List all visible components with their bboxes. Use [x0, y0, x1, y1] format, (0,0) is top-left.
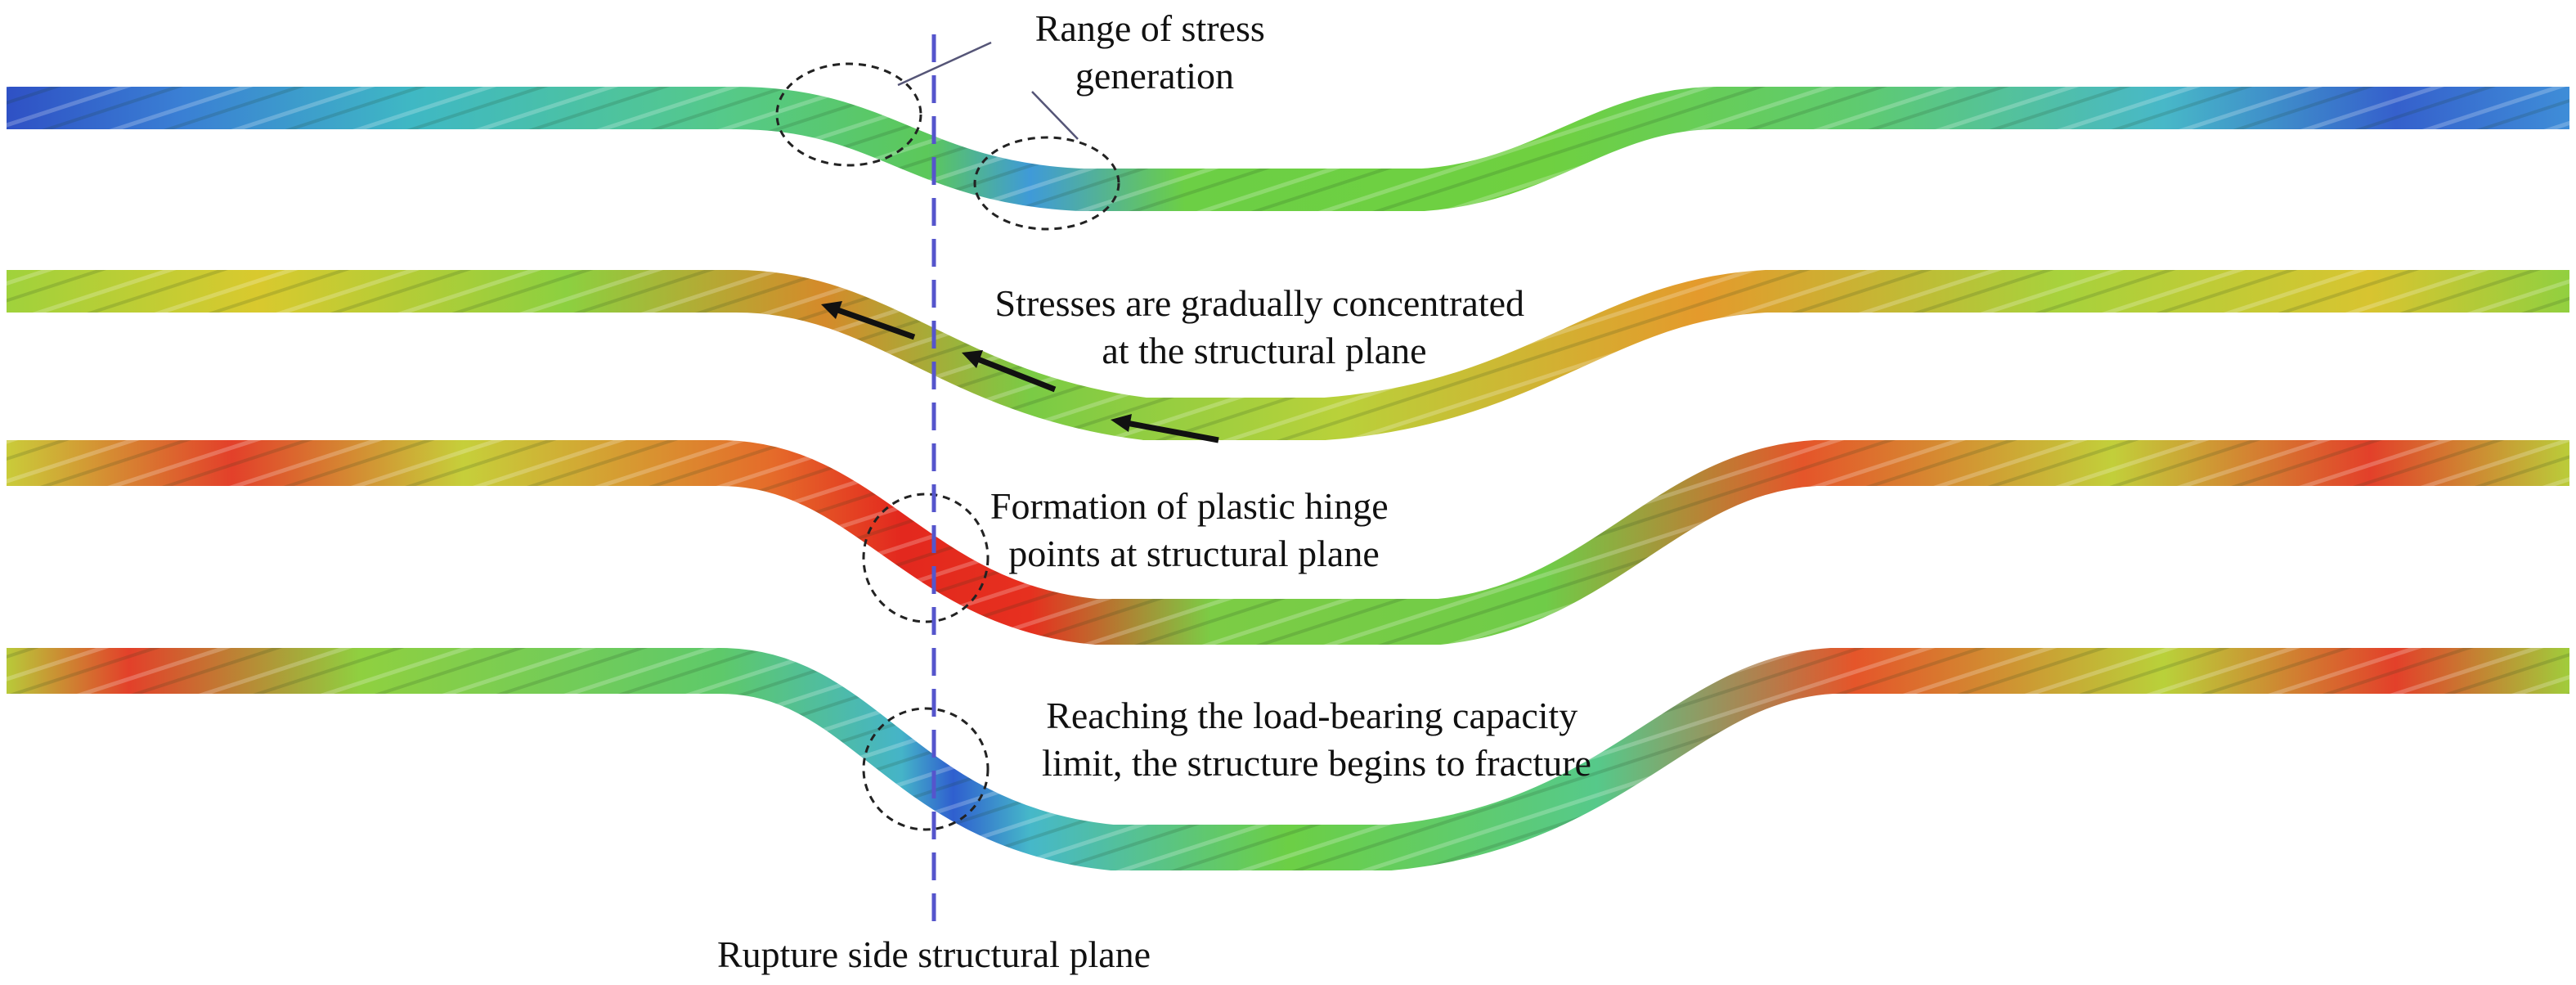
stress-range-label: Range of stress generation: [1035, 7, 1275, 97]
rod-stage-3: [7, 440, 2569, 645]
stress-range-circle-upper: [775, 62, 922, 167]
stress-direction-arrows: [821, 301, 1219, 443]
stress-range-leader-2: [1031, 91, 1079, 140]
structural-plane-label: Rupture side structural plane: [717, 933, 1151, 975]
arrow-3: [1111, 414, 1219, 443]
concentration-label: Stresses are gradually concentrated at t…: [994, 282, 1533, 371]
fracture-circle: [862, 707, 990, 831]
arrow-1: [821, 301, 916, 340]
fracture-label: Reaching the load-bearing capacity limit…: [1042, 695, 1591, 784]
rod-stage-4: [7, 648, 2569, 870]
rod-stage-1: [7, 87, 2569, 211]
stress-range-leader-1: [897, 41, 992, 87]
plastic-hinge-circle: [862, 492, 990, 623]
stress-range-circle-lower: [973, 136, 1120, 231]
arrow-2: [962, 350, 1057, 393]
plastic-hinge-label: Formation of plastic hinge points at str…: [990, 485, 1398, 574]
